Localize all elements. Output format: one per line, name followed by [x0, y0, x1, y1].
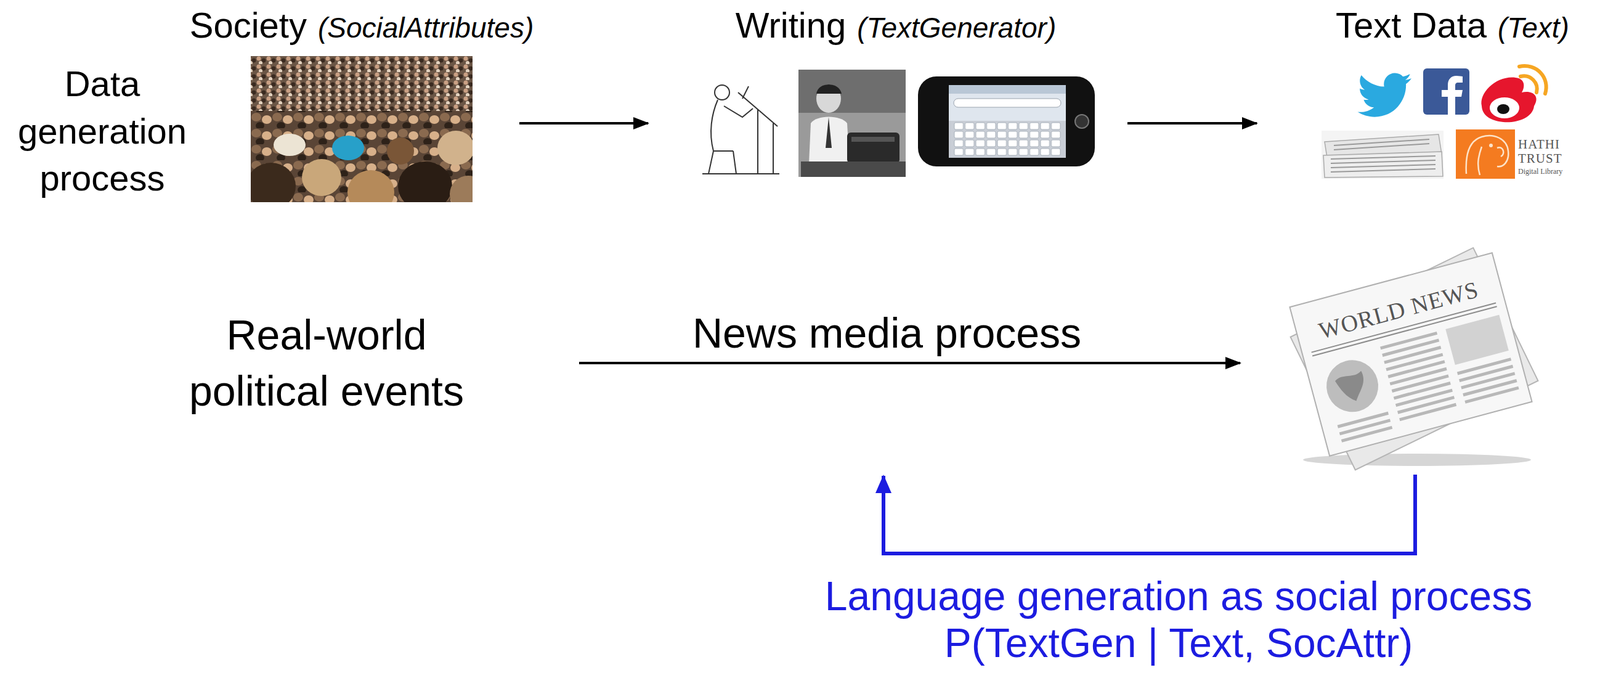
node-subtitle: (TextGenerator) — [856, 11, 1056, 44]
node-text: Real-world political events — [160, 306, 493, 419]
flow-arrow — [579, 361, 1241, 365]
weibo-icon — [1481, 65, 1546, 122]
node-title: Society — [189, 4, 307, 45]
feedback-label: Language generation as social process — [778, 572, 1580, 620]
node-heading: Society (SocialAttributes) — [189, 4, 534, 47]
node-title: Writing — [735, 4, 846, 45]
feedback-label: P(TextGen | Text, SocAttr) — [778, 619, 1580, 667]
facebook-icon — [1423, 68, 1470, 115]
newspaper-photo — [1321, 130, 1444, 179]
edge-label: News media process — [688, 308, 1085, 357]
feedback-arrow — [883, 474, 1416, 554]
hathitrust-logo — [1455, 129, 1515, 179]
side-label: Data generation process — [9, 60, 195, 203]
world-news-paper — [1289, 247, 1538, 470]
flow-arrow — [519, 121, 649, 125]
flow-arrow — [1127, 121, 1257, 125]
node-title: Text Data — [1335, 4, 1487, 45]
node-heading: Writing (TextGenerator) — [735, 4, 1056, 47]
node-subtitle: (SocialAttributes) — [317, 11, 534, 44]
masthead-text: WORLD NEWS — [1315, 275, 1482, 344]
node-heading: Text Data (Text) — [1335, 4, 1570, 47]
node-subtitle: (Text) — [1497, 11, 1570, 44]
typewriter-photo — [798, 69, 906, 177]
events-node: Real-world political events — [160, 306, 493, 419]
logo-text: Digital Library — [1518, 167, 1563, 176]
crowd-photo — [250, 56, 473, 203]
scribe-drawing — [696, 69, 784, 177]
newspaper-node: WORLD NEWS — [1289, 250, 1536, 464]
phone-image — [917, 76, 1095, 167]
twitter-icon — [1357, 73, 1412, 118]
logo-text: HATHI — [1518, 138, 1560, 151]
logo-text: TRUST — [1518, 152, 1563, 166]
society-image: Society(SocialAttributes) — [250, 56, 473, 203]
writing-images: Writing(TextGenerator) — [696, 69, 1095, 177]
